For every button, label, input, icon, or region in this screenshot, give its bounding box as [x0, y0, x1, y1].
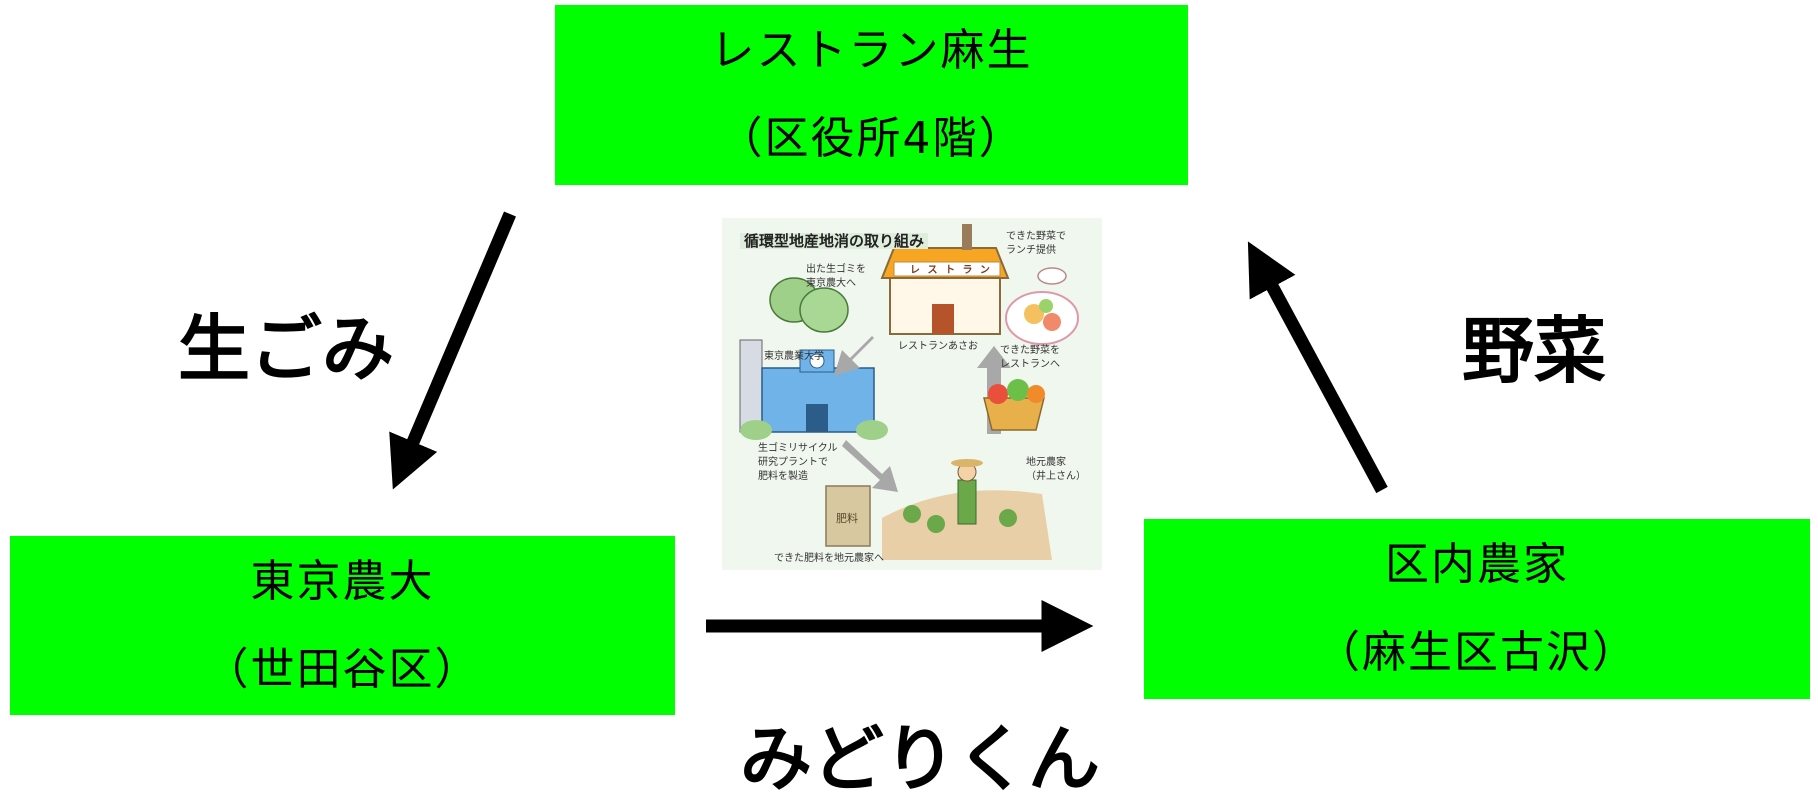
- edge-label-garbage: 生ごみ: [178, 307, 395, 391]
- node-restaurant-asao: レストラン麻生 （区役所4階）: [555, 5, 1188, 185]
- caption-lunch: できた野菜で ランチ提供: [1006, 231, 1066, 256]
- caption-farmer: 地元農家 （井上さん）: [1026, 457, 1086, 482]
- node-subtitle: （世田谷区）: [204, 643, 481, 695]
- edge-label-midorikun: みどりくん: [740, 717, 1101, 801]
- node-title: 東京農大: [250, 555, 435, 607]
- cycle-illustration: 循環型地産地消の取り組み レ ス ト ラ ン 出た生ゴミを 東京農大へ できた野…: [722, 218, 1102, 570]
- restaurant-icon: [880, 224, 1010, 335]
- university-icon: [739, 339, 888, 440]
- illustration-drawing: [739, 224, 1079, 560]
- caption-recycle-plant: 生ゴミリサイクル 研究プラントで 肥料を製造: [758, 443, 838, 482]
- node-tokyo-nodai: 東京農大 （世田谷区）: [10, 536, 675, 715]
- node-title: レストラン麻生: [710, 25, 1033, 76]
- node-title: 区内農家: [1385, 539, 1569, 590]
- caption-veg-to-restaurant: できた野菜を レストランへ: [1000, 345, 1060, 370]
- caption-garbage: 出た生ゴミを 東京農大へ: [806, 264, 866, 289]
- caption-fertilizer-bag: 肥料: [836, 512, 858, 525]
- edge-label-vegetables: 野菜: [1462, 309, 1607, 393]
- node-subtitle: （区役所4階）: [718, 113, 1025, 164]
- node-local-farmer: 区内農家 （麻生区古沢）: [1144, 519, 1810, 699]
- caption-fertilizer-out: できた肥料を地元農家へ: [774, 553, 884, 564]
- garbage-bags-icon: [769, 277, 849, 333]
- fertilizer-bag-icon: [825, 485, 871, 547]
- arrow-right-to-top: [1247, 241, 1388, 494]
- illustration-title: 循環型地産地消の取り組み: [740, 233, 929, 249]
- vegetable-basket-icon: [983, 379, 1045, 431]
- arrows-layer: [389, 211, 1388, 652]
- arrow-top-to-left: [389, 211, 516, 490]
- lunch-icon: [1005, 267, 1079, 345]
- caption-university: 東京農業大学: [764, 351, 824, 362]
- farm-field-icon: [882, 459, 1052, 560]
- node-subtitle: （麻生区古沢）: [1316, 627, 1638, 678]
- caption-restaurant: レストランあさお: [898, 341, 978, 352]
- restaurant-sign: レ ス ト ラ ン: [910, 265, 992, 276]
